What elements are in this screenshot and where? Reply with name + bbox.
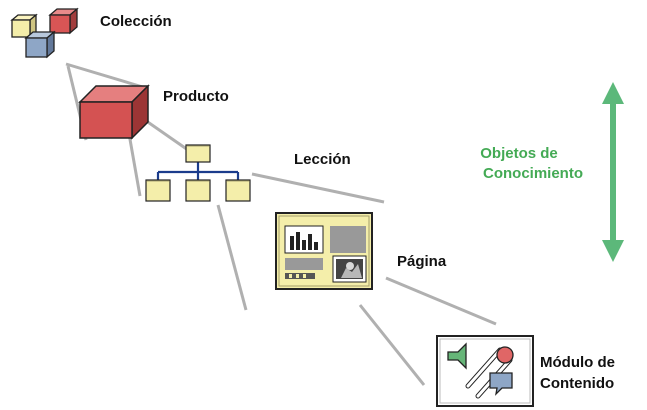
connector-collection-product-top	[65, 62, 147, 90]
connector-page-module-bottom	[358, 304, 426, 386]
label-producto: Producto	[163, 88, 229, 105]
knowledge-objects-line1: Objetos de	[480, 145, 558, 162]
connector-product-lesson-top	[141, 116, 189, 152]
connector-lesson-page-bottom	[216, 204, 248, 311]
knowledge-objects-line2: Conocimiento	[483, 165, 583, 182]
collection-cubes-icon	[10, 7, 79, 59]
connector-lesson-page-top	[251, 172, 385, 204]
connector-page-module-top	[385, 276, 497, 326]
label-pagina: Página	[397, 253, 447, 270]
double-arrow-icon	[602, 82, 624, 262]
label-coleccion: Colección	[100, 13, 172, 30]
connector-lines	[65, 62, 497, 386]
content-module-icon	[436, 335, 534, 407]
label-modulo-line2: Contenido	[540, 375, 614, 392]
label-leccion: Lección	[294, 151, 351, 168]
connector-product-lesson-bottom	[126, 127, 142, 197]
page-layout-icon	[275, 212, 373, 290]
label-modulo-line1: Módulo de	[540, 354, 615, 371]
product-box-icon	[78, 84, 150, 140]
lesson-tree-icon	[145, 144, 251, 202]
